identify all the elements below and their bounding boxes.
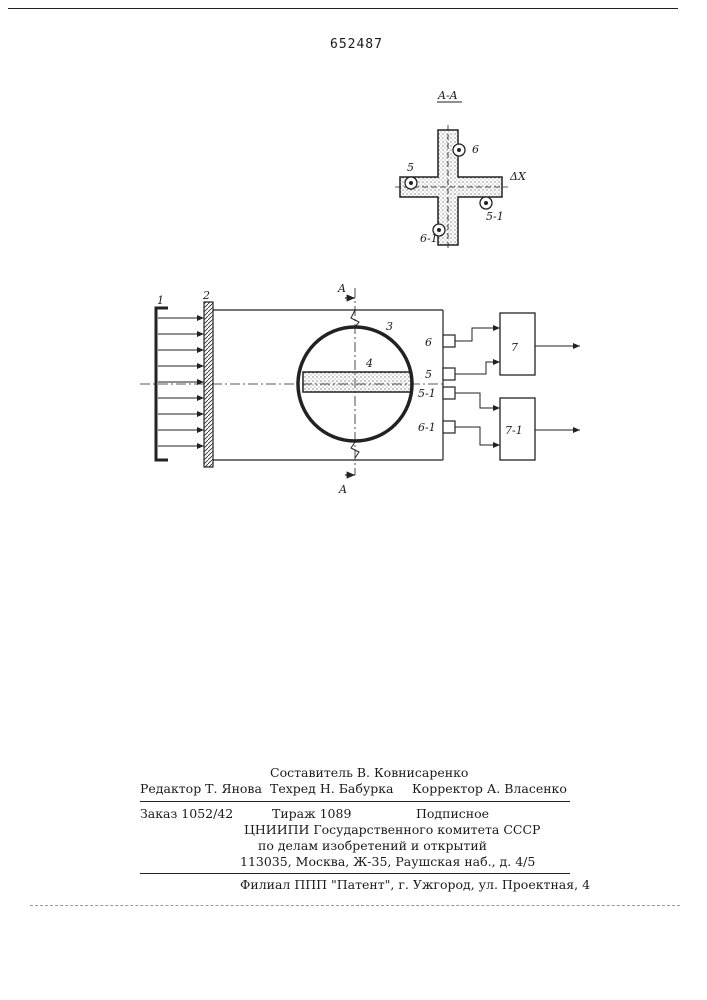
section-label-6-1: 6-1 (420, 232, 438, 245)
footer-subscription: Подписное (416, 806, 489, 821)
section-title: A-A (437, 89, 458, 102)
footer-org-line1: ЦНИИПИ Государственного комитета СССР (244, 822, 540, 837)
label-6-1: 6-1 (418, 421, 436, 434)
bottom-rule (30, 905, 680, 906)
insert-4 (303, 372, 411, 392)
detector-6 (443, 335, 455, 347)
footer-org-line2: по делам изобретений и открытий (258, 838, 487, 853)
footer-corrector: Корректор А. Власенко (412, 781, 567, 796)
label-7: 7 (511, 341, 518, 354)
detector-5-1 (443, 387, 455, 399)
label-3: 3 (386, 320, 393, 333)
detector-5 (443, 368, 455, 380)
label-7-1: 7-1 (505, 424, 523, 437)
label-6: 6 (425, 336, 432, 349)
section-label-dx: ΔX (509, 170, 527, 183)
parallel-beam-arrows (158, 318, 204, 446)
sensor-5-1-circle (480, 197, 492, 209)
patent-number: 652487 (330, 37, 383, 52)
footer-compiler: Составитель В. Ковнисаренко (270, 765, 468, 780)
footer-techred: Техред Н. Бабурка (270, 781, 394, 796)
footer-order: Заказ 1052/42 (140, 806, 233, 821)
section-label-6: 6 (472, 143, 479, 156)
section-label-5-1: 5-1 (486, 210, 504, 223)
footer-address: 113035, Москва, Ж-35, Раушская наб., д. … (240, 854, 535, 869)
footer-separator-top (140, 801, 570, 802)
sensor-6-circle (453, 144, 465, 156)
footer-editor: Редактор Т. Янова (140, 781, 262, 796)
footer-branch: Филиал ППП "Патент", г. Ужгород, ул. Про… (240, 877, 590, 892)
section-aa-figure: A-A 6 5 ΔX 5-1 6-1 (390, 85, 550, 265)
label-4: 4 (365, 357, 373, 370)
plate-2 (204, 302, 213, 467)
label-a-top: A (337, 282, 346, 295)
top-border-line (8, 8, 678, 9)
footer-circulation: Тираж 1089 (272, 806, 351, 821)
footer-separator-bottom (140, 873, 570, 874)
sensor-5-circle (405, 177, 417, 189)
detector-6-1 (443, 421, 455, 433)
label-5: 5 (425, 368, 432, 381)
label-5-1: 5-1 (418, 387, 436, 400)
section-label-5: 5 (407, 161, 414, 174)
label-2: 2 (202, 289, 210, 302)
label-a-bottom: A (338, 483, 347, 496)
label-1: 1 (157, 294, 164, 307)
main-schematic: 1 2 3 4 A A 6 5 5-1 6-1 7 7-1 (140, 280, 610, 505)
